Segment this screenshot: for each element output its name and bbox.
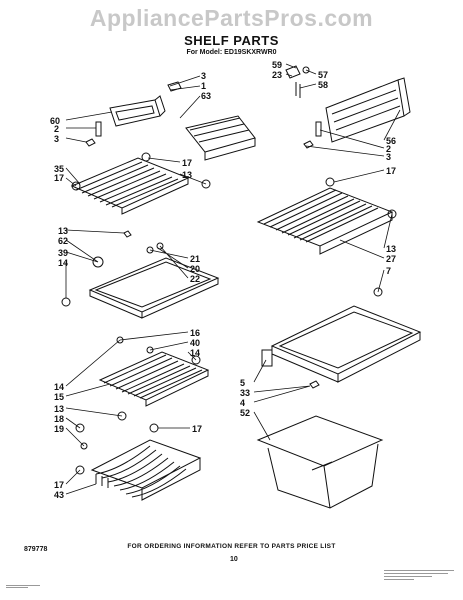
callout-17: 17 xyxy=(54,173,64,183)
callout-27: 27 xyxy=(386,254,396,264)
callout-13: 13 xyxy=(386,244,396,254)
glass-shelf-right xyxy=(261,305,422,389)
page-number: 10 xyxy=(230,556,238,563)
callout-43: 43 xyxy=(54,490,64,500)
callout-63: 63 xyxy=(201,91,211,101)
callout-17: 17 xyxy=(182,158,192,168)
callout-2: 2 xyxy=(54,124,59,134)
page-title: SHELF PARTS xyxy=(184,33,279,48)
callout-13: 13 xyxy=(58,226,68,236)
callout-60: 60 xyxy=(50,116,60,126)
callout-13: 13 xyxy=(182,170,192,180)
callout-19: 19 xyxy=(54,424,64,434)
callout-1: 1 xyxy=(201,81,206,91)
callout-23: 23 xyxy=(272,70,282,80)
callout-14: 14 xyxy=(54,382,64,392)
wire-basket-bottom-left xyxy=(75,439,202,501)
callout-14: 14 xyxy=(58,258,68,268)
callout-7: 7 xyxy=(386,266,391,276)
wire-shelf-lower-left xyxy=(75,336,210,450)
callout-56: 56 xyxy=(386,136,396,146)
fine-print-right xyxy=(384,570,458,580)
callout-22: 22 xyxy=(190,274,200,284)
watermark: AppliancePartsPros.com xyxy=(89,5,374,31)
callout-2: 2 xyxy=(386,144,391,154)
document-number: 879778 xyxy=(24,546,48,553)
callout-16: 16 xyxy=(190,328,200,338)
callout-3: 3 xyxy=(54,134,59,144)
callout-40: 40 xyxy=(190,338,200,348)
callout-3: 3 xyxy=(386,152,391,162)
wire-shelf-right xyxy=(256,177,397,297)
right-bracket-assembly xyxy=(285,65,411,149)
callout-20: 20 xyxy=(190,264,200,274)
callout-17: 17 xyxy=(54,480,64,490)
leader-lines xyxy=(65,63,401,495)
callout-62: 62 xyxy=(58,236,68,246)
callout-17: 17 xyxy=(192,424,202,434)
callout-3: 3 xyxy=(201,71,206,81)
cantilever-rail xyxy=(185,115,256,161)
callout-35: 35 xyxy=(54,164,64,174)
callout-52: 52 xyxy=(240,408,250,418)
left-bracket-assembly xyxy=(85,81,182,147)
callout-15: 15 xyxy=(54,392,64,402)
callout-13: 13 xyxy=(54,404,64,414)
callout-58: 58 xyxy=(318,80,328,90)
fine-print-left xyxy=(6,585,46,588)
crisper-pan xyxy=(256,415,384,509)
callout-33: 33 xyxy=(240,388,250,398)
ordering-note: FOR ORDERING INFORMATION REFER TO PARTS … xyxy=(127,543,336,550)
callout-5: 5 xyxy=(240,378,245,388)
callout-17: 17 xyxy=(386,166,396,176)
wire-shelf-upper-left xyxy=(70,152,211,215)
callout-14: 14 xyxy=(190,348,200,358)
callout-39: 39 xyxy=(58,248,68,258)
callout-18: 18 xyxy=(54,414,64,424)
callout-4: 4 xyxy=(240,398,245,408)
callout-21: 21 xyxy=(190,254,200,264)
model-subtitle: For Model: ED19SKXRWR0 xyxy=(186,49,277,56)
callout-59: 59 xyxy=(272,60,282,70)
callout-57: 57 xyxy=(318,70,328,80)
